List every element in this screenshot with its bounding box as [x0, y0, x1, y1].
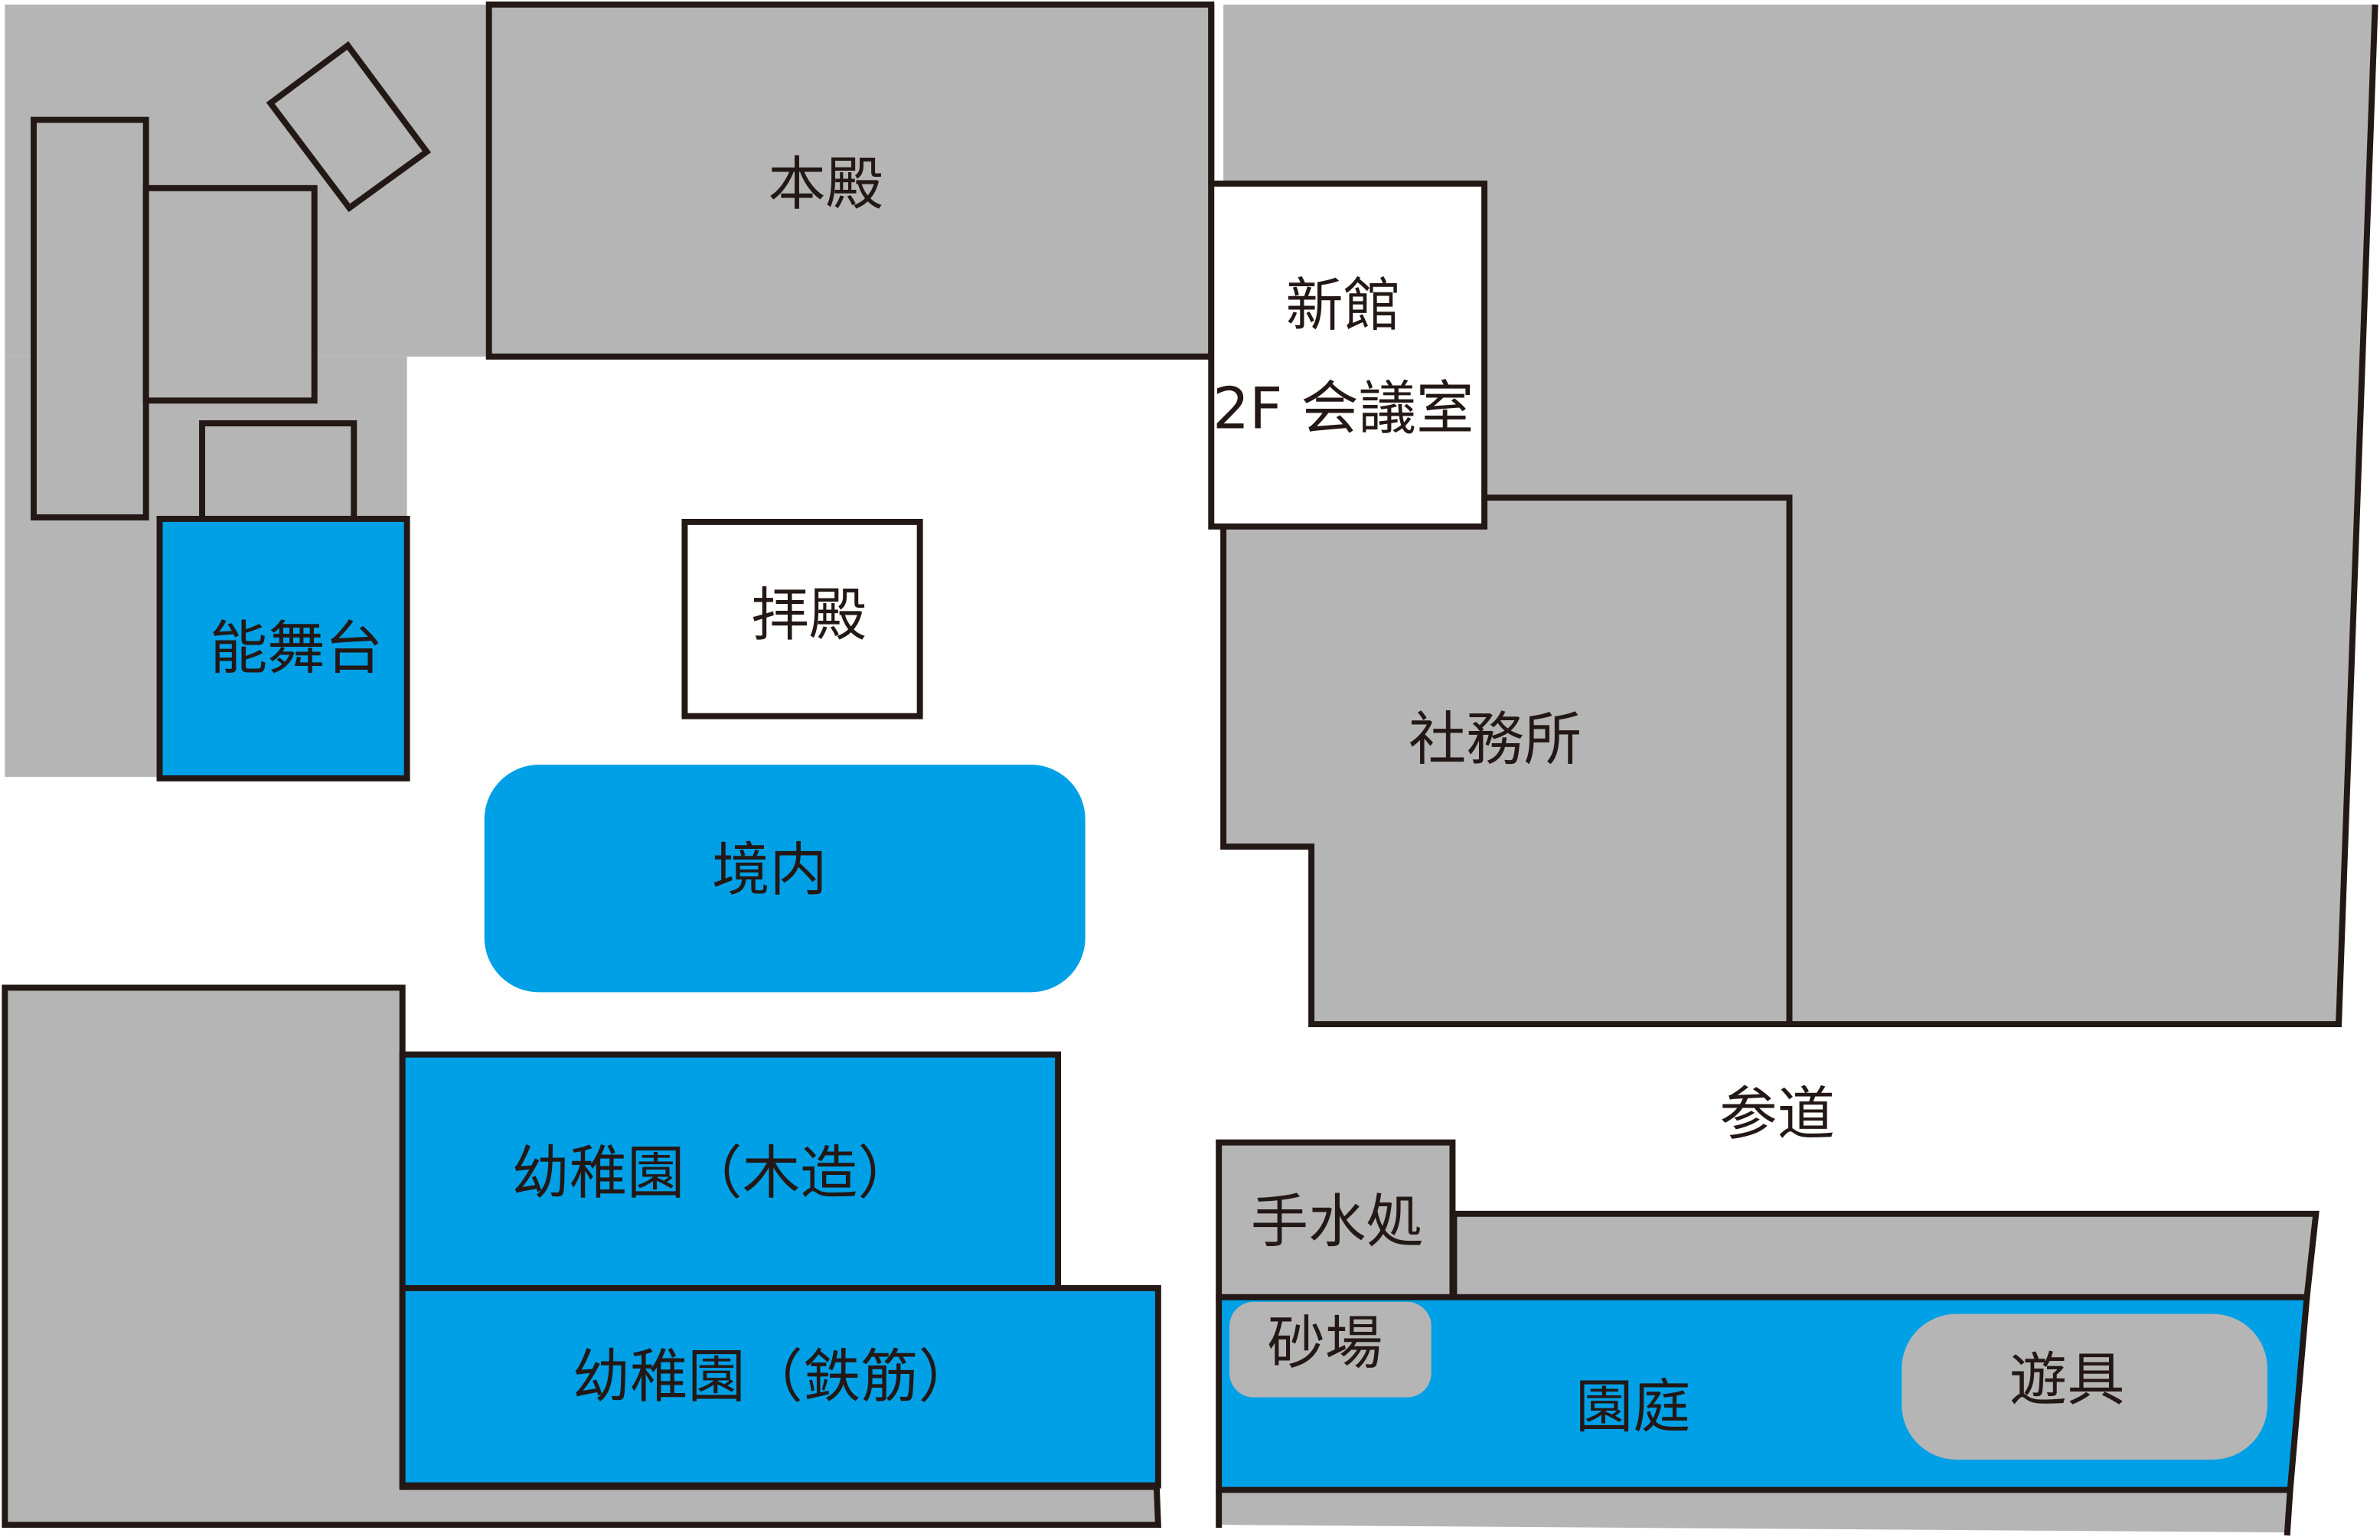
keidai-area[interactable] [484, 765, 1086, 993]
shinkan-building[interactable] [1208, 180, 1488, 530]
label-shamusho: 社務所 [1409, 706, 1582, 773]
boundary-line [2284, 1489, 2293, 1536]
strip-south [1219, 1489, 2290, 1533]
label-haiden: 拝殿 [752, 581, 867, 648]
ground-right [1214, 4, 2375, 1025]
youchien-wood-building[interactable] [399, 1051, 1062, 1291]
shamusho-divider [1484, 494, 1793, 1025]
label-entei: 園庭 [1575, 1373, 1691, 1440]
label-youchien-wood: 幼稚園（木造） [511, 1140, 915, 1207]
label-shinkan-floor: 2F 会議室 [1213, 375, 1474, 442]
haiden-building[interactable] [681, 518, 923, 719]
honden-building[interactable] [485, 1, 1215, 360]
label-keidai: 境内 [712, 836, 828, 903]
label-youchien-steel: 幼稚園（鉄筋） [573, 1343, 976, 1410]
building-west-2[interactable] [142, 184, 318, 404]
label-shinkan: 新館 [1285, 272, 1401, 339]
label-yugu: 遊具 [2009, 1346, 2125, 1413]
building-rotated[interactable] [266, 41, 431, 213]
label-sandou: 参道 [1719, 1080, 1835, 1147]
sunaba-area[interactable] [1229, 1301, 1432, 1398]
building-west-3[interactable] [199, 420, 357, 522]
strip-east [1451, 1210, 2320, 1300]
label-sunaba: 砂場 [1268, 1310, 1383, 1377]
building-west-1[interactable] [31, 116, 149, 520]
temizuya-building[interactable] [1216, 1139, 1456, 1300]
label-noubutai: 能舞台 [210, 615, 383, 682]
noubutai-building[interactable] [156, 515, 410, 781]
shamusho-outline [1220, 4, 2378, 1027]
label-temizuya: 手水処 [1251, 1188, 1424, 1255]
youchien-steel-building[interactable] [399, 1284, 1161, 1489]
yugu-area[interactable] [1902, 1313, 2267, 1460]
label-honden: 本殿 [768, 150, 883, 217]
